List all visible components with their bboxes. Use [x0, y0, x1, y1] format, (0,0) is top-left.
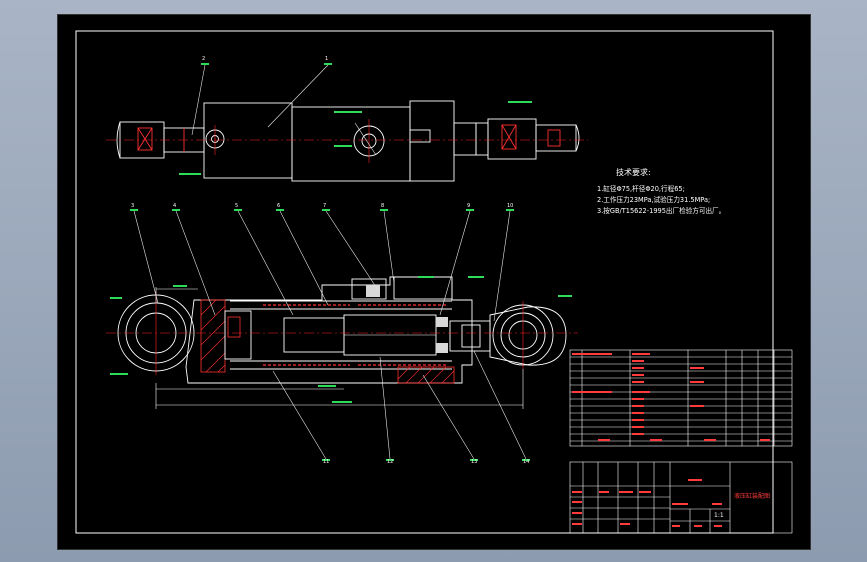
part-balloon-5: 5	[235, 203, 238, 209]
parts-list-rows	[570, 356, 792, 442]
part-balloon-10: 10	[507, 203, 513, 209]
part-balloon-11: 11	[323, 459, 329, 465]
balloon-marks	[130, 63, 530, 461]
top-view-leaders	[191, 64, 377, 156]
main-section-view	[117, 276, 567, 384]
title-block	[569, 461, 793, 534]
parts-list-table	[569, 349, 793, 447]
part-balloon-12: 12	[387, 459, 393, 465]
part-balloon-6: 6	[277, 203, 280, 209]
tech-req-title: 技术要求:	[616, 167, 651, 177]
part-balloon-8: 8	[381, 203, 384, 209]
part-balloon-2: 2	[202, 56, 205, 62]
drawing-title: 液压缸装配图	[734, 492, 770, 500]
cad-drawing-canvas[interactable]: 技术要求: 1.缸径Φ75,杆径Φ20,行程65; 2.工作压力23MPa,试验…	[57, 14, 811, 550]
part-balloon-1: 1	[325, 56, 328, 62]
part-balloon-13: 13	[471, 459, 477, 465]
part-balloon-7: 7	[323, 203, 326, 209]
part-balloon-9: 9	[467, 203, 470, 209]
main-view-dimensions	[110, 276, 572, 403]
part-balloon-4: 4	[173, 203, 176, 209]
drawing-scale: 1:1	[714, 512, 724, 519]
main-view-leaders	[133, 210, 527, 460]
part-balloon-14: 14	[523, 459, 529, 465]
tech-req-item-2: 2.工作压力23MPa,试验压力31.5MPa;	[597, 195, 710, 204]
drawing-frame	[75, 30, 774, 534]
top-view	[116, 100, 580, 182]
parts-list-entries	[572, 353, 770, 441]
top-view-dimensions	[179, 101, 532, 175]
title-block-entries	[572, 479, 722, 527]
tech-req-item-3: 3.按GB/T15622-1995出厂检验方可出厂。	[597, 206, 725, 215]
cad-drawing-svg: 技术要求: 1.缸径Φ75,杆径Φ20,行程65; 2.工作压力23MPa,试验…	[75, 30, 793, 534]
main-view-dimension-lines	[155, 287, 524, 409]
part-balloon-3: 3	[131, 203, 134, 209]
tech-req-item-1: 1.缸径Φ75,杆径Φ20,行程65;	[597, 184, 685, 193]
